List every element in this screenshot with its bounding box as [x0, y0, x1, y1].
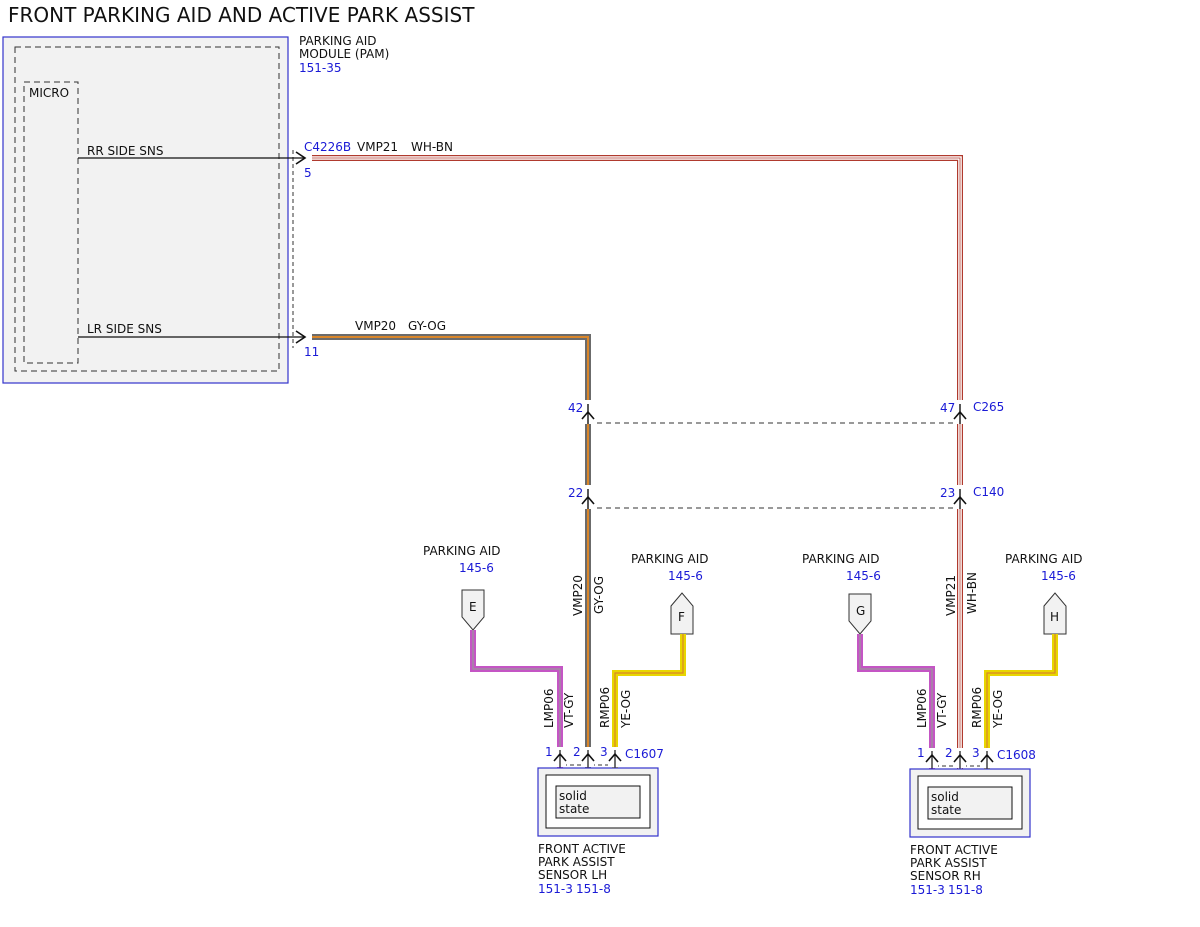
module-inner-dashed: [14, 46, 280, 372]
ref-e-letter: E: [469, 600, 477, 614]
ref-g-connector-icon[interactable]: [848, 593, 872, 635]
rh-lmp06-color: VT-GY: [935, 692, 949, 728]
c1607-pin-1: 1: [545, 745, 553, 759]
wire-vmp21-color: WH-BN: [411, 140, 453, 154]
sensor-rh-ref2: 151-8: [948, 883, 983, 897]
c1608-pin-3: 3: [972, 746, 980, 760]
ref-f-label: PARKING AID: [631, 552, 709, 566]
vertical-vmp20-circuit: VMP20: [571, 575, 585, 616]
rh-rmp06-color: YE-OG: [991, 690, 1005, 729]
ref-e-label: PARKING AID: [423, 544, 501, 558]
lh-rmp06-circuit: RMP06: [598, 687, 612, 728]
module-name-line2: MODULE (PAM): [299, 47, 389, 61]
sensor-rh-solid-state: [927, 786, 1013, 820]
wire-lmp06-lh: [470, 630, 563, 770]
c1607-pin-3: 3: [600, 745, 608, 759]
wire-vmp20-color: GY-OG: [408, 319, 446, 333]
c265-label: C265: [973, 400, 1004, 414]
page-title: FRONT PARKING AID AND ACTIVE PARK ASSIST: [8, 3, 475, 27]
ref-g-number: 145-6: [846, 569, 881, 583]
c140-pin-22: 22: [568, 486, 583, 500]
sensor-lh-ref2: 151-8: [576, 882, 611, 896]
pin-5-arrow: [295, 151, 307, 165]
lh-lmp06-color: VT-GY: [562, 692, 576, 728]
wire-vmp21-circuit: VMP21: [357, 140, 398, 154]
module-ref: 151-35: [299, 61, 342, 75]
module-name-line1: PARKING AID: [299, 34, 377, 48]
connector-c265: [581, 400, 967, 424]
c265-pin-42: 42: [568, 401, 583, 415]
c1607-pin-2: 2: [573, 745, 581, 759]
ref-h-letter: H: [1050, 610, 1059, 624]
rh-rmp06-circuit: RMP06: [970, 687, 984, 728]
ref-h-label: PARKING AID: [1005, 552, 1083, 566]
lr-side-sns-label: LR SIDE SNS: [87, 322, 162, 336]
c140-label: C140: [973, 485, 1004, 499]
sensor-lh-name-line1: FRONT ACTIVE: [538, 842, 626, 856]
sensor-rh-name-line2: PARK ASSIST: [910, 856, 987, 870]
c1608-label: C1608: [997, 748, 1036, 762]
sensor-rh-name-line3: SENSOR RH: [910, 869, 981, 883]
ref-f-number: 145-6: [668, 569, 703, 583]
sensor-lh-solid-state: [555, 785, 641, 819]
ref-h-connector-icon[interactable]: [1043, 592, 1067, 635]
ref-h-number: 145-6: [1041, 569, 1076, 583]
rh-lmp06-circuit: LMP06: [915, 688, 929, 728]
micro-box: [23, 81, 79, 364]
c265-pin-47: 47: [940, 401, 955, 415]
ref-g-label: PARKING AID: [802, 552, 880, 566]
pin-5-label: 5: [304, 166, 312, 180]
ref-e-connector-icon[interactable]: [461, 589, 485, 631]
connector-c140: [581, 485, 967, 509]
vertical-vmp20-color: GY-OG: [592, 576, 606, 614]
pin-11-label: 11: [304, 345, 319, 359]
wire-lmp06-rh: [857, 634, 935, 770]
lh-lmp06-circuit: LMP06: [542, 688, 556, 728]
connector-c4226b-label: C4226B: [304, 140, 351, 154]
rr-side-sns-label: RR SIDE SNS: [87, 144, 164, 158]
sensor-rh-ref1: 151-3: [910, 883, 945, 897]
vertical-vmp21-color: WH-BN: [965, 572, 979, 614]
connector-c1608: [925, 748, 994, 791]
wire-vmp20-circuit: VMP20: [355, 319, 396, 333]
c140-pin-23: 23: [940, 486, 955, 500]
ref-g-letter: G: [856, 604, 865, 618]
sensor-lh-name-line2: PARK ASSIST: [538, 855, 615, 869]
ref-f-letter: F: [678, 610, 685, 624]
wire-rmp06-lh: [612, 634, 686, 770]
sensor-rh-inner-line2: state: [931, 803, 961, 817]
connector-c1607: [553, 747, 622, 790]
sensor-rh-name-line1: FRONT ACTIVE: [910, 843, 998, 857]
ref-e-number: 145-6: [459, 561, 494, 575]
c1608-pin-1: 1: [917, 746, 925, 760]
sensor-lh-name-line3: SENSOR LH: [538, 868, 607, 882]
sensor-lh-inner-line2: state: [559, 802, 589, 816]
c1607-label: C1607: [625, 747, 664, 761]
module-box: [2, 36, 289, 384]
sensor-lh-ref1: 151-3: [538, 882, 573, 896]
ref-f-connector-icon[interactable]: [670, 592, 694, 635]
sensor-lh-inner-line1: solid: [559, 789, 587, 803]
wire-vmp21: [312, 155, 963, 770]
vertical-vmp21-circuit: VMP21: [944, 575, 958, 616]
micro-label: MICRO: [29, 86, 69, 100]
wire-rmp06-rh: [984, 634, 1058, 770]
pin-11-arrow: [295, 330, 307, 344]
c1608-pin-2: 2: [945, 746, 953, 760]
sensor-rh-inner-line1: solid: [931, 790, 959, 804]
lh-rmp06-color: YE-OG: [619, 690, 633, 729]
wire-vmp20: [312, 334, 591, 770]
